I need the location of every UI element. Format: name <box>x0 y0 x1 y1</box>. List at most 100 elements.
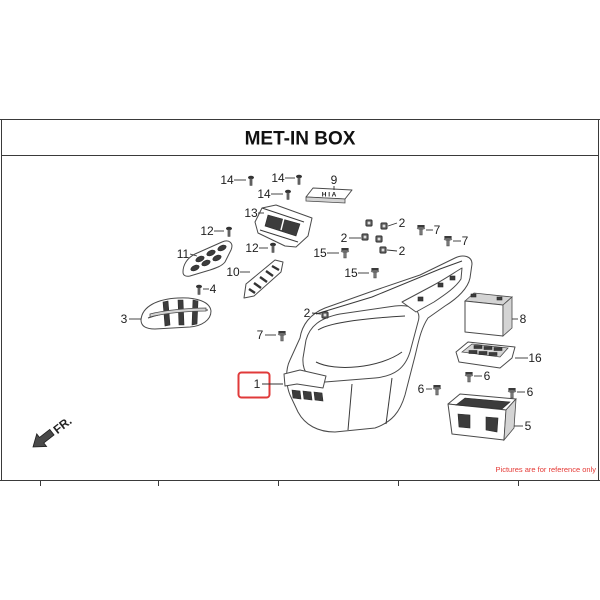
part-12-screw <box>269 242 277 253</box>
cover-groove <box>191 299 199 326</box>
plate-hole <box>201 259 211 267</box>
callout-label: 1 <box>254 377 261 391</box>
leader-line <box>387 222 398 227</box>
bucket-inner-wall <box>317 315 406 331</box>
callout-label: 9 <box>331 173 338 187</box>
slot <box>265 270 274 277</box>
part-10-drawing <box>243 259 284 299</box>
callout-label: 15 <box>313 246 327 260</box>
tray-cell <box>488 352 498 356</box>
callout-label: 10 <box>226 265 240 279</box>
highlight-box <box>237 371 271 399</box>
callout: 14 <box>271 171 295 185</box>
plate-edge <box>305 196 346 204</box>
callout: 3 <box>121 312 141 326</box>
part-8-drawing <box>464 292 513 337</box>
callout: 10 <box>226 265 250 279</box>
bracket-slot <box>485 416 499 433</box>
box-top-rail <box>315 260 463 315</box>
callout-label: 2 <box>399 216 406 230</box>
callout: 15 <box>313 246 339 260</box>
box-rib <box>385 377 393 425</box>
front-vent <box>291 389 302 400</box>
clip-icon <box>379 246 387 254</box>
callout-label: 12 <box>245 241 259 255</box>
callout: 6 <box>418 382 432 396</box>
rear-opening <box>401 267 463 313</box>
callout: 4 <box>203 282 217 296</box>
part-13-drawing <box>254 204 313 248</box>
plate-hole <box>212 254 222 262</box>
callout-label: 5 <box>525 419 532 433</box>
cover-band <box>149 307 207 318</box>
battery-terminal <box>470 293 477 298</box>
callout-label: 2 <box>304 306 311 320</box>
plate-lettering: H I A <box>322 192 337 199</box>
callout: 6 <box>517 385 534 399</box>
slot <box>271 264 280 272</box>
front-lip <box>283 369 327 389</box>
plate-hole <box>190 264 200 272</box>
part-14-screw <box>247 175 255 186</box>
rear-boss <box>437 282 444 288</box>
callout: 6 <box>474 369 491 383</box>
tray-cell <box>483 346 493 350</box>
battery-side <box>502 296 513 337</box>
callout: 12 <box>200 224 224 238</box>
plate-hole <box>217 244 227 252</box>
part-3-drawing <box>140 297 212 330</box>
callout-label: 14 <box>220 173 234 187</box>
callouts: 14 14 9 14 13 12 12 11 <box>121 171 542 433</box>
callout: 9 <box>331 173 338 190</box>
rear-boss <box>449 275 456 281</box>
rear-boss <box>417 296 424 302</box>
part-15-bolt <box>370 267 380 279</box>
callout-label: 8 <box>520 312 527 326</box>
callout: 2 <box>387 216 406 230</box>
bracket-bar <box>280 217 285 231</box>
callout-label: 7 <box>462 234 469 248</box>
callout: 12 <box>245 241 268 255</box>
front-direction-indicator: FR. <box>32 414 74 448</box>
part-9-drawing: H I A <box>305 187 353 204</box>
tray-cell <box>493 347 503 351</box>
callout-label: 13 <box>244 206 258 220</box>
bracket-interior <box>455 397 511 410</box>
callout-label: 6 <box>484 369 491 383</box>
callout-label: 4 <box>210 282 217 296</box>
part-7-bolt <box>416 224 426 236</box>
callout-label: 15 <box>344 266 358 280</box>
front-vent <box>302 390 313 401</box>
part-6-bolt <box>507 387 517 399</box>
clip-icon <box>361 233 369 241</box>
callout-label: 16 <box>528 351 542 365</box>
clip-icon <box>380 222 388 230</box>
part-1-drawing <box>283 255 473 433</box>
callout-label: 14 <box>257 187 271 201</box>
callout-label: 3 <box>121 312 128 326</box>
callout: 7 <box>426 223 441 237</box>
bracket-side <box>503 397 517 442</box>
part-14-screw <box>295 174 303 185</box>
page-title: MET-IN BOX <box>245 129 356 150</box>
leader-line <box>189 253 198 257</box>
front-direction-arrow-icon <box>32 428 55 448</box>
callout-label: 12 <box>200 224 214 238</box>
part-15-bolt <box>340 247 350 259</box>
part-7-bolt <box>443 235 453 247</box>
callout-label: 6 <box>418 382 425 396</box>
part-5-drawing <box>447 393 517 442</box>
part-6-bolt <box>464 371 474 383</box>
bucket-floor <box>315 351 403 368</box>
battery-terminal <box>496 296 503 301</box>
callout-highlighted: 1 <box>237 371 283 399</box>
tray-cell <box>468 350 478 354</box>
callout: 13 <box>244 206 264 220</box>
leader-line <box>311 312 322 315</box>
callout-label: 2 <box>341 231 348 245</box>
part-4-screw <box>195 284 203 295</box>
frame <box>0 119 600 486</box>
callout: 14 <box>257 187 283 201</box>
disclaimer: Pictures are for reference only <box>496 465 597 474</box>
